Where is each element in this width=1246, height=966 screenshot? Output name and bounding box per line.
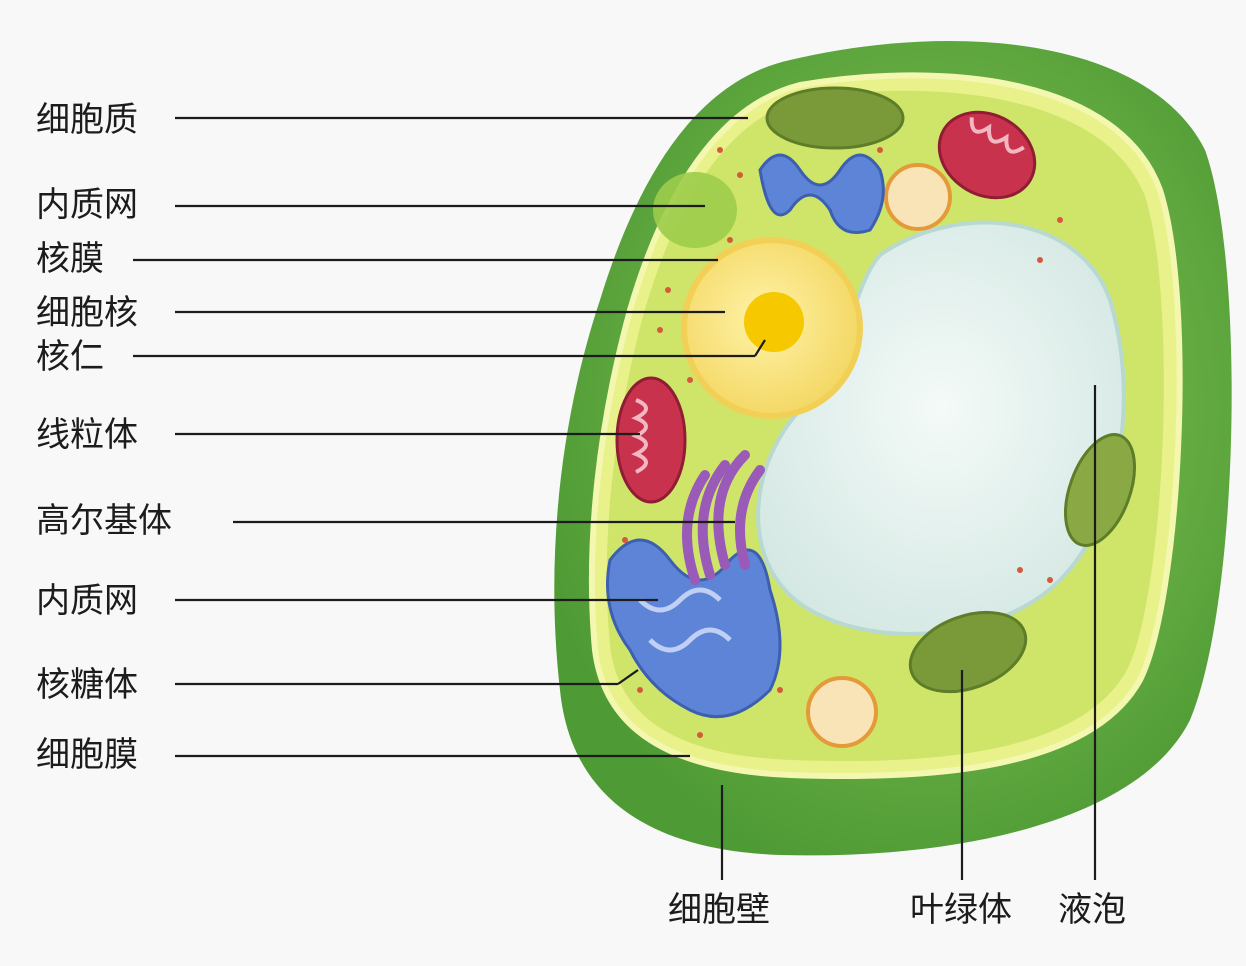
label-nuclear-envelope: 核膜	[36, 239, 104, 279]
mitochondrion-shape-1	[937, 110, 1037, 200]
mitochondrion-shape-2	[615, 376, 687, 504]
mitochondrion-cristae-1	[969, 117, 1025, 154]
rough-er-bottom-shape	[606, 538, 782, 719]
chloroplast-shape-1	[765, 86, 905, 150]
golgi-shape	[682, 450, 765, 585]
ribosome-dots	[622, 147, 1063, 738]
label-cytoplasm: 细胞质	[36, 100, 138, 140]
label-chloroplast: 叶绿体	[910, 890, 1012, 930]
label-endoplasmic-reticulum-bottom: 内质网	[36, 581, 138, 621]
nucleolus-shape	[744, 292, 804, 352]
label-vacuole: 液泡	[1058, 890, 1126, 930]
chloroplast-shape-3	[1064, 433, 1136, 547]
chloroplast-shape-2	[908, 610, 1028, 694]
rough-er-top-shape	[758, 153, 885, 234]
label-cell-wall: 细胞壁	[668, 890, 770, 930]
label-cell-membrane: 细胞膜	[36, 735, 138, 775]
label-ribosome: 核糖体	[36, 665, 138, 705]
label-nucleus: 细胞核	[36, 293, 138, 333]
label-nucleolus: 核仁	[36, 337, 104, 377]
leader-lines	[133, 116, 1097, 880]
vesicle-shape-2	[806, 676, 878, 748]
label-golgi: 高尔基体	[36, 501, 172, 541]
vesicle-shape-1	[884, 163, 952, 231]
label-mitochondrion: 线粒体	[36, 415, 138, 455]
rough-er-folds	[638, 587, 732, 653]
smooth-er-shape	[653, 172, 737, 248]
mitochondrion-cristae-2	[631, 398, 648, 474]
label-endoplasmic-reticulum-top: 内质网	[36, 185, 138, 225]
